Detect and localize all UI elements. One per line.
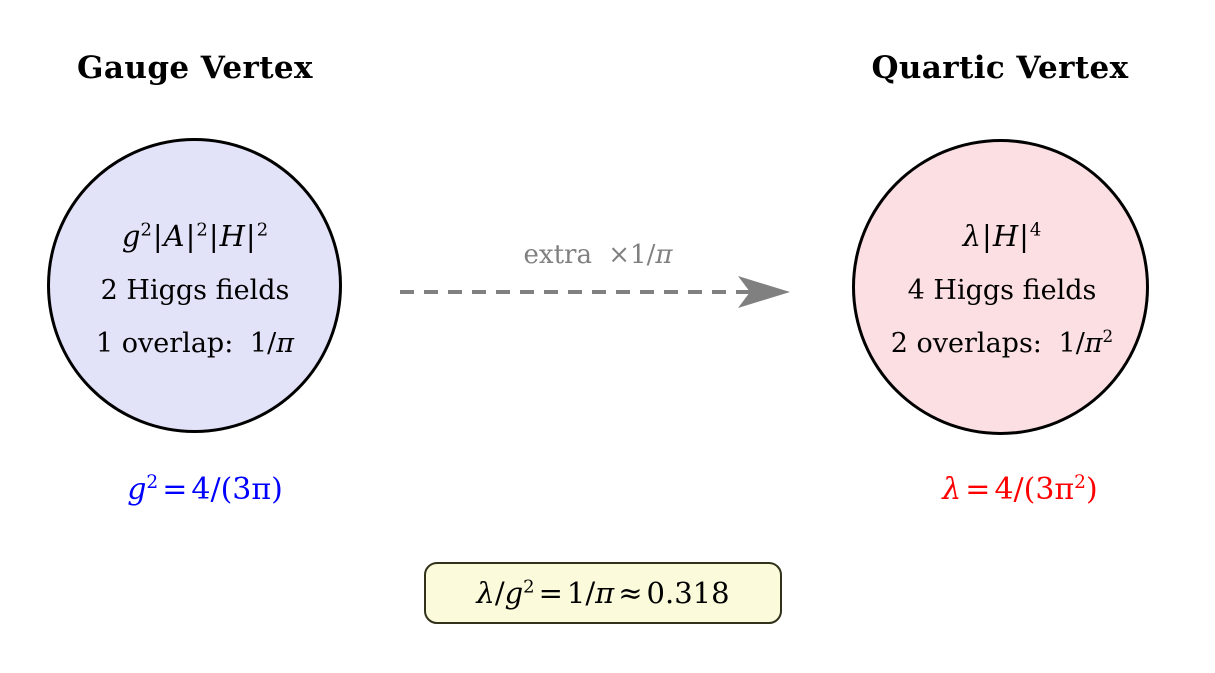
abs-bar-close-a: | (185, 219, 196, 253)
gauge-term-coupling-exponent: 2 (140, 219, 152, 241)
quartic-overlap-numerator: 1 (1058, 328, 1076, 359)
ratio-approx-value: 0.318 (646, 576, 730, 610)
arrow-label-prefix: extra (523, 240, 592, 270)
quartic-overlap-denominator: π (1084, 328, 1103, 359)
gauge-interaction-term: g2|A|2|H|2 (15, 219, 375, 253)
gauge-overlap-denominator: π (276, 328, 294, 359)
arrow-head (738, 276, 790, 308)
gauge-term-gauge-field: A (163, 219, 185, 253)
gauge-vertex-circle (47, 138, 342, 433)
abs-bar-open-a: | (152, 219, 163, 253)
ratio-result-text: λ/g2=1/π≈0.318 (476, 576, 729, 610)
abs-bar-close-h: | (245, 219, 256, 253)
ratio-denominator: g (504, 576, 524, 610)
gauge-vertex-content: g2|A|2|H|2 2 Higgs fields 1 overlap: 1/π (15, 219, 375, 357)
quartic-overlap-denominator-exponent: 2 (1102, 326, 1114, 346)
abs-bar-close-h2: | (1019, 219, 1029, 253)
gauge-overlap-numerator: 1 (249, 328, 268, 359)
ratio-result-box: λ/g2=1/π≈0.318 (424, 562, 782, 624)
quartic-overlap-label: 2 overlaps: (890, 328, 1042, 359)
gauge-term-higgs-field: H (219, 219, 245, 253)
quartic-coupling-value-exponent: 2 (1074, 472, 1086, 493)
ratio-value-slash: / (585, 576, 596, 610)
ratio-numerator: λ (476, 576, 495, 610)
quartic-term-higgs-field-exponent: 4 (1029, 219, 1042, 241)
gauge-coupling-symbol: g (127, 472, 147, 507)
quartic-term-higgs-field: H (992, 219, 1019, 253)
panel-title-gauge: Gauge Vertex (77, 50, 313, 86)
quartic-coupling-value-tail: ) (1085, 472, 1098, 507)
gauge-coupling-value: 4/(3π) (191, 472, 283, 507)
gauge-term-higgs-field-exponent: 2 (256, 219, 269, 241)
quartic-coupling-equals: = (965, 472, 991, 507)
arrow-label: extra ×1/π (398, 240, 798, 270)
ratio-value-denominator: π (595, 576, 615, 610)
quartic-overlap-space (1042, 328, 1059, 359)
gauge-field-count: 2 Higgs fields (100, 275, 290, 306)
panel-title-quartic: Quartic Vertex (871, 50, 1129, 86)
ratio-value-numerator: 1 (566, 576, 586, 610)
quartic-overlap-slash: / (1075, 328, 1085, 359)
transition-arrow-group: extra ×1/π (398, 240, 798, 320)
abs-bar-open-h: | (208, 219, 219, 253)
gauge-coupling-result: g2=4/(3π) (25, 472, 385, 507)
quartic-coupling-value: 4/(3π (994, 472, 1075, 507)
quartic-term-coupling: λ (962, 219, 982, 253)
quartic-coupling-result: λ=4/(3π2) (840, 472, 1200, 507)
abs-bar-open-h2: | (982, 219, 992, 253)
arrow-factor-denominator: π (655, 240, 673, 270)
multiplication-icon: × (608, 240, 631, 270)
approx-icon: ≈ (618, 576, 643, 610)
arrow-label-space (592, 240, 608, 270)
ratio-slash: / (494, 576, 505, 610)
quartic-overlap-info: 2 overlaps: 1/π2 (822, 328, 1182, 359)
gauge-term-gauge-field-exponent: 2 (196, 219, 208, 241)
quartic-interaction-term: λ|H|4 (822, 219, 1182, 253)
ratio-denominator-exponent: 2 (523, 576, 535, 598)
gauge-term-coupling: g (121, 219, 141, 253)
gauge-coupling-symbol-exponent: 2 (146, 472, 159, 493)
ratio-equals: = (538, 576, 563, 610)
gauge-coupling-equals: = (162, 472, 188, 507)
gauge-overlap-slash: / (267, 328, 277, 359)
gauge-overlap-space (233, 328, 250, 359)
quartic-vertex-content: λ|H|4 4 Higgs fields 2 overlaps: 1/π2 (822, 219, 1182, 359)
quartic-vertex-circle (852, 139, 1149, 435)
gauge-overlap-label: 1 overlap: (96, 328, 234, 359)
arrow-factor-slash: / (646, 240, 656, 270)
quartic-coupling-symbol: λ (942, 472, 962, 507)
gauge-overlap-info: 1 overlap: 1/π (15, 330, 375, 357)
arrow-factor-numerator: 1 (630, 240, 647, 270)
dashed-arrow-icon (400, 276, 790, 308)
quartic-field-count: 4 Higgs fields (907, 275, 1097, 306)
